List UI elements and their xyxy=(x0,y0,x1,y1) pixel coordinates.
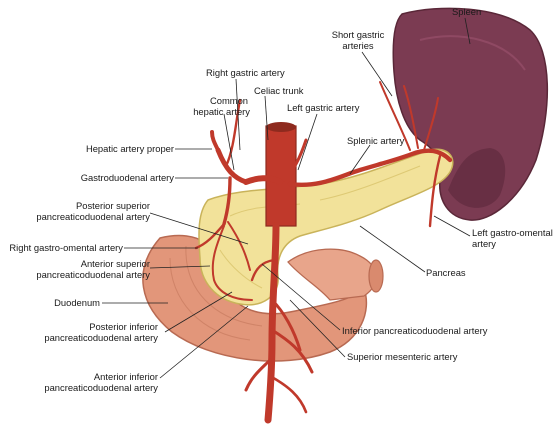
leader-ant-sup xyxy=(149,265,211,269)
jejunal-branch-3 xyxy=(268,374,308,414)
label-splenic: Splenic artery xyxy=(347,135,405,146)
label-ant-inf-line1: Anterior inferior xyxy=(94,371,158,382)
leader-post-inf xyxy=(164,291,233,333)
label-post-inf-line1: Posterior inferior xyxy=(89,321,158,332)
celiac-trunk-vessel xyxy=(243,175,283,185)
ileocolic-branch xyxy=(244,358,272,392)
arteries xyxy=(194,81,453,424)
spleen xyxy=(392,7,548,221)
jejunal-branch-1 xyxy=(270,298,302,352)
ant-sup-pd-vessel xyxy=(211,225,253,301)
leader-ant-inf xyxy=(159,305,249,379)
leader-post-sup xyxy=(149,212,249,245)
label-post-inf-line2: pancreaticoduodenal artery xyxy=(44,332,158,343)
label-left-gastric: Left gastric artery xyxy=(287,102,360,113)
label-common-hepatic-line1: Common xyxy=(210,95,248,106)
leader-pancreas xyxy=(359,225,426,273)
label-common-hepatic-line2: hepatic artery xyxy=(193,106,250,117)
spleen-hilum xyxy=(448,148,506,208)
leader-short-gastric xyxy=(361,51,393,97)
label-right-gastric: Right gastric artery xyxy=(206,67,285,78)
duodenum-fold-2 xyxy=(185,245,263,327)
gastroduodenal-vessel xyxy=(222,176,232,226)
leader-superior-mesenteric xyxy=(289,299,346,358)
label-superior-mesenteric: Superior mesenteric artery xyxy=(347,351,458,362)
hepatic-proper-vessel xyxy=(210,130,220,152)
jejunum-cut-end xyxy=(368,259,384,293)
label-post-sup-line1: Posterior superior xyxy=(76,200,150,211)
spleen-highlight xyxy=(419,35,526,71)
right-gastro-omental-vessel xyxy=(194,222,226,250)
label-spleen: Spleen xyxy=(452,6,481,17)
label-left-gastro-omental-line1: Left gastro-omental xyxy=(472,227,553,238)
jejunum-segment xyxy=(287,248,377,301)
leader-splenic xyxy=(349,144,371,175)
leader-right-gastric xyxy=(235,78,241,151)
duodenum xyxy=(142,234,384,362)
label-left-gastro-omental-line2: artery xyxy=(472,238,496,249)
label-gastroduodenal: Gastroduodenal artery xyxy=(81,172,175,183)
label-ant-sup-line1: Anterior superior xyxy=(81,258,150,269)
short-gastric-vessel-2 xyxy=(403,85,419,149)
label-celiac-trunk: Celiac trunk xyxy=(254,85,304,96)
left-gastro-omental-vessel xyxy=(428,154,442,228)
labels: Spleen Short gastric arteries Right gast… xyxy=(9,6,552,393)
leader-left-gastro-omental xyxy=(433,215,471,237)
post-sup-pd-vessel xyxy=(227,221,251,271)
label-pancreas: Pancreas xyxy=(426,267,466,278)
leader-common-hepatic xyxy=(223,113,235,171)
left-gastric-vessel xyxy=(282,138,308,182)
pancreas-organ xyxy=(198,148,454,306)
label-post-sup-line2: pancreaticoduodenal artery xyxy=(36,211,150,222)
common-hepatic-vessel xyxy=(215,147,249,185)
short-gastric-vessel-1 xyxy=(379,81,411,151)
label-inf-pd: Inferior pancreaticoduodenal artery xyxy=(342,325,488,336)
leader-lines xyxy=(102,17,471,379)
short-gastric-vessel-3 xyxy=(423,97,439,151)
jejunal-branch-2 xyxy=(270,328,314,374)
splenic-vessel xyxy=(287,148,453,187)
duodenum-fold-1 xyxy=(169,257,251,341)
leader-spleen xyxy=(464,17,471,45)
inf-pd-vessel xyxy=(250,258,276,282)
label-ant-sup-line2: pancreaticoduodenal artery xyxy=(36,269,150,280)
leader-inf-pd xyxy=(261,263,341,331)
label-short-gastric-line2: arteries xyxy=(342,40,374,51)
right-gastric-vessel xyxy=(224,98,242,168)
label-ant-inf-line2: pancreaticoduodenal artery xyxy=(44,382,158,393)
leader-left-gastric xyxy=(297,113,318,171)
spleen-body xyxy=(392,7,548,221)
pancreas-body xyxy=(198,148,454,306)
superior-mesenteric-vessel xyxy=(264,222,280,424)
aorta-cut-end xyxy=(266,122,296,132)
label-right-gastro-omental: Right gastro-omental artery xyxy=(9,242,123,253)
label-short-gastric-line1: Short gastric xyxy=(332,29,385,40)
label-hepatic-proper: Hepatic artery proper xyxy=(86,143,174,154)
label-duodenum: Duodenum xyxy=(54,297,100,308)
leader-celiac-trunk xyxy=(264,95,269,141)
